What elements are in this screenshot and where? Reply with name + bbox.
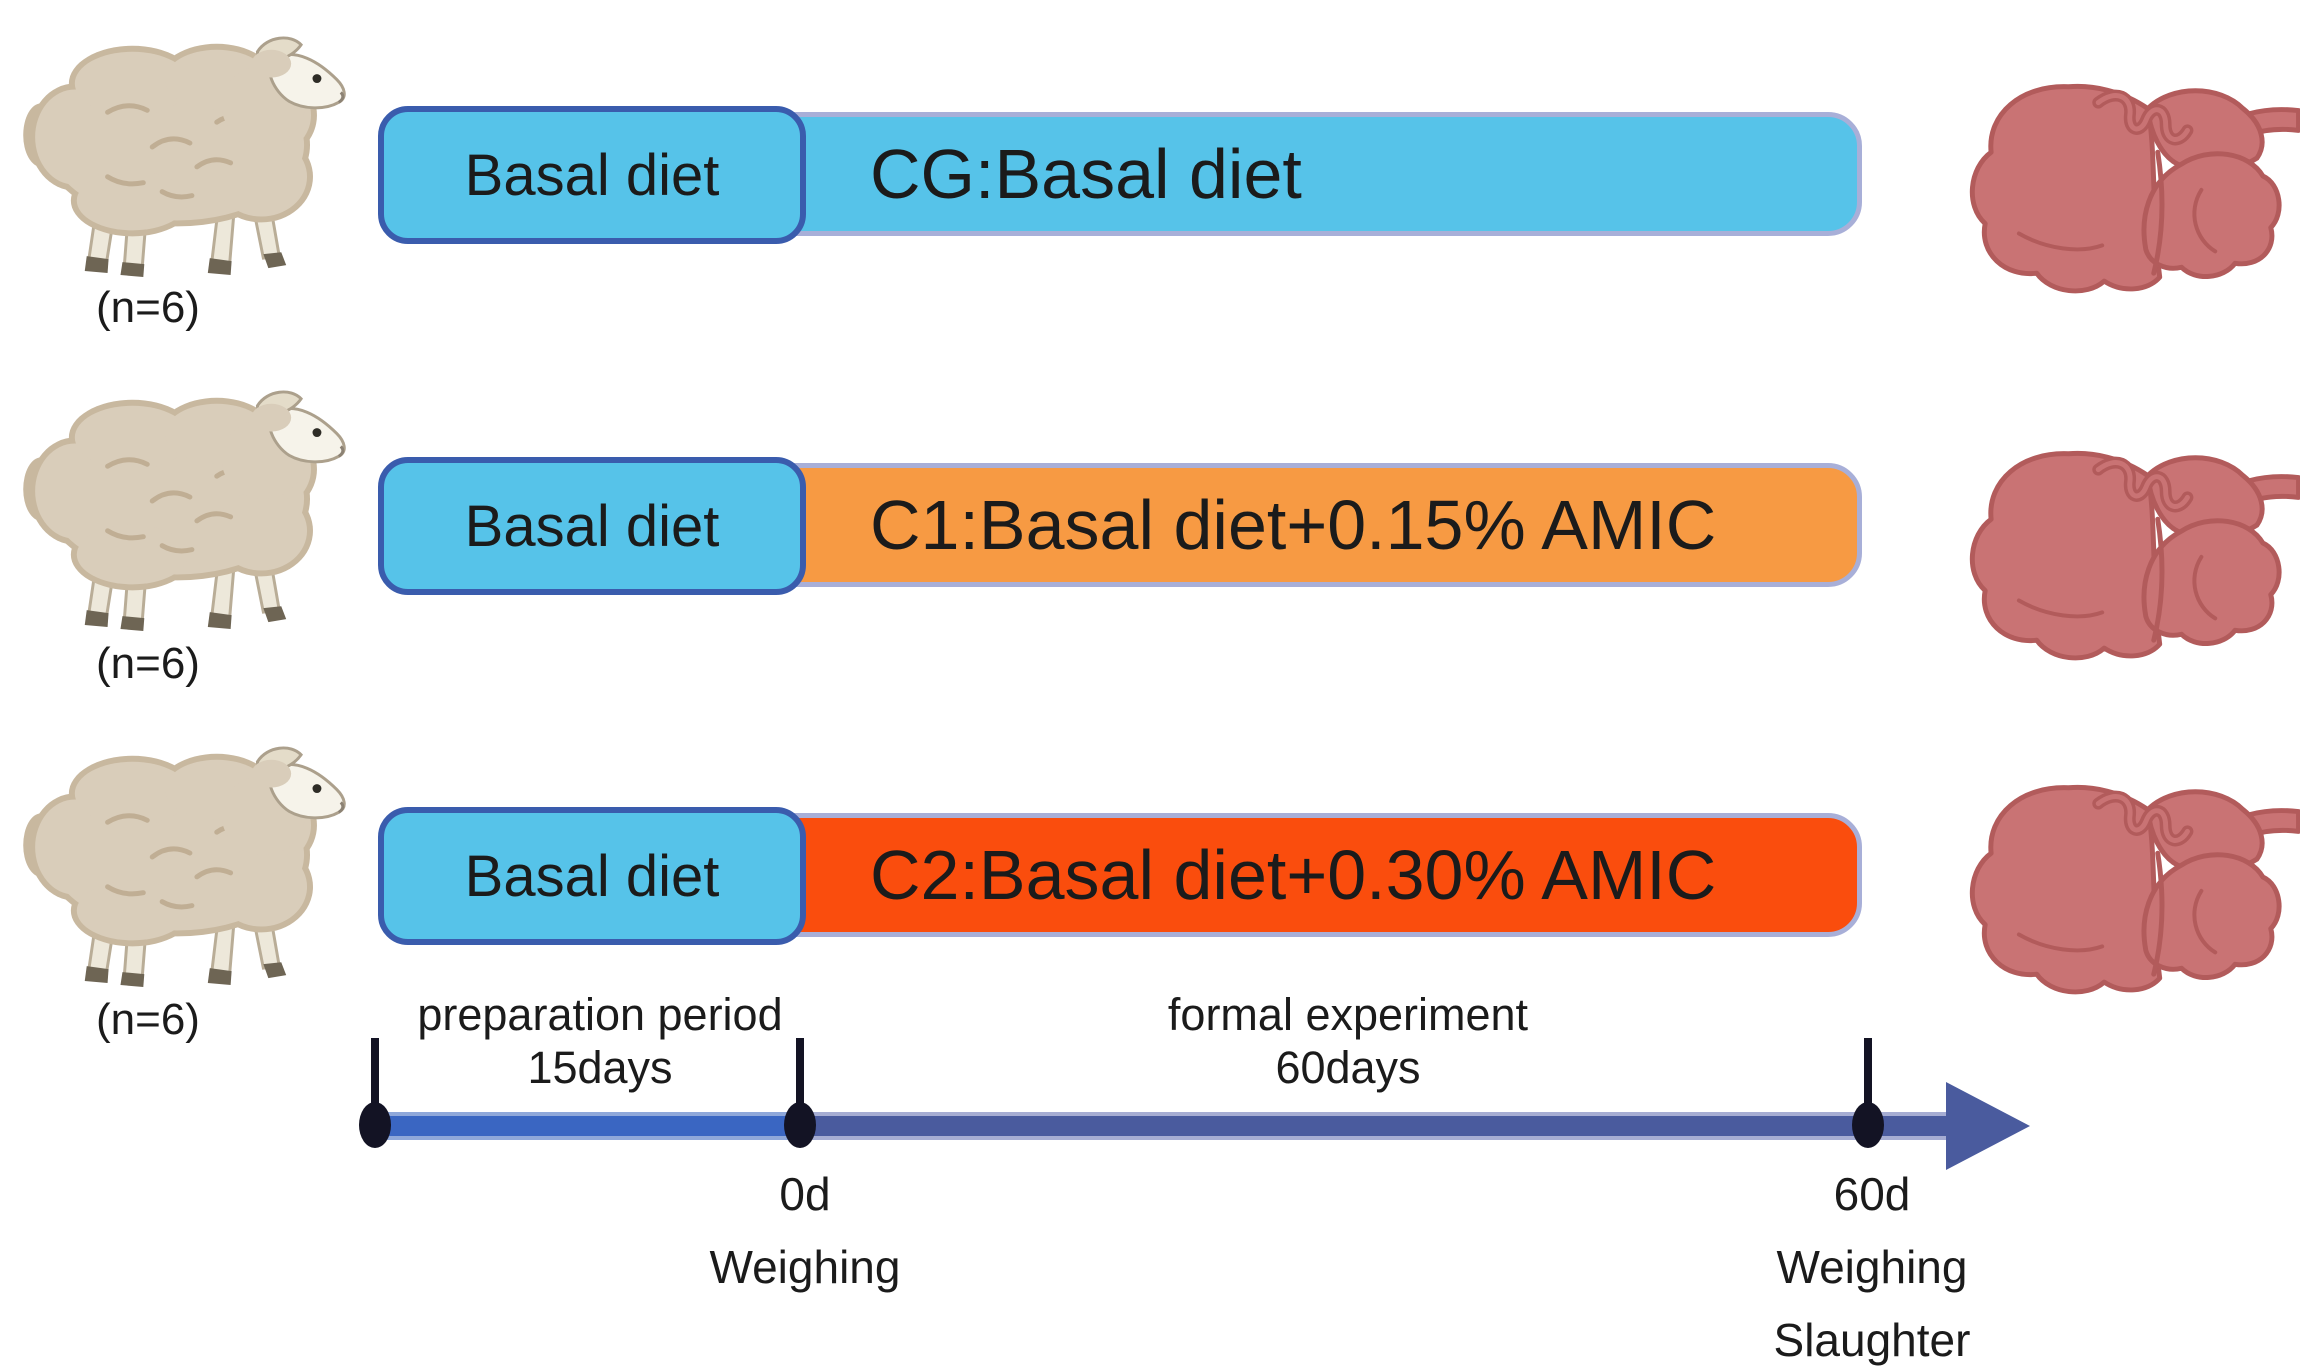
marker-action: Weighing	[709, 1241, 901, 1293]
marker-label-60d: 60d Weighing Slaughter	[1722, 1158, 2022, 1368]
phase-name: preparation period	[417, 989, 783, 1040]
sheep-icon	[12, 372, 352, 632]
marker-label-0d: 0d Weighing	[655, 1158, 955, 1304]
marker-day: 0d	[779, 1168, 831, 1220]
marker-action: Weighing	[1776, 1241, 1968, 1293]
phase-label-experiment: formal experiment 60days	[1098, 988, 1598, 1094]
sample-size-label: (n=6)	[96, 995, 200, 1044]
phase-duration: 15days	[527, 1042, 673, 1093]
timeline-segment-preparation	[375, 1112, 800, 1140]
sheep-icon	[12, 18, 352, 278]
preparation-diet-label: Basal diet	[464, 142, 720, 208]
timeline-marker-60d-dot	[1852, 1102, 1884, 1148]
phase-name: formal experiment	[1167, 989, 1529, 1040]
rumen-icon	[1950, 758, 2300, 996]
sample-size-label: (n=6)	[96, 639, 200, 688]
timeline-arrowhead-icon	[1946, 1082, 2030, 1170]
preparation-diet-box: Basal diet	[378, 106, 806, 244]
preparation-diet-box: Basal diet	[378, 807, 806, 945]
preparation-diet-label: Basal diet	[464, 493, 720, 559]
timeline-marker-start-stem	[371, 1038, 379, 1126]
timeline-marker-0d-stem	[796, 1038, 804, 1126]
treatment-label: CG:Basal diet	[870, 135, 1302, 213]
marker-day: 60d	[1833, 1168, 1911, 1220]
preparation-diet-label: Basal diet	[464, 843, 720, 909]
timeline-marker-60d-stem	[1864, 1038, 1872, 1126]
treatment-label: C1:Basal diet+0.15% AMIC	[870, 486, 1717, 564]
timeline-marker-start-dot	[359, 1102, 391, 1148]
marker-action: Slaughter	[1773, 1314, 1971, 1366]
timeline-marker-0d-dot	[784, 1102, 816, 1148]
treatment-label: C2:Basal diet+0.30% AMIC	[870, 836, 1717, 914]
rumen-icon	[1950, 424, 2300, 662]
preparation-diet-box: Basal diet	[378, 457, 806, 595]
sheep-icon	[12, 728, 352, 988]
timeline-segment-experiment	[800, 1112, 1950, 1140]
sample-size-label: (n=6)	[96, 283, 200, 332]
treatment-bar-c1: C1:Basal diet+0.15% AMIC	[378, 463, 1862, 587]
phase-label-preparation: preparation period 15days	[350, 988, 850, 1094]
rumen-icon	[1950, 57, 2300, 295]
phase-duration: 60days	[1275, 1042, 1421, 1093]
